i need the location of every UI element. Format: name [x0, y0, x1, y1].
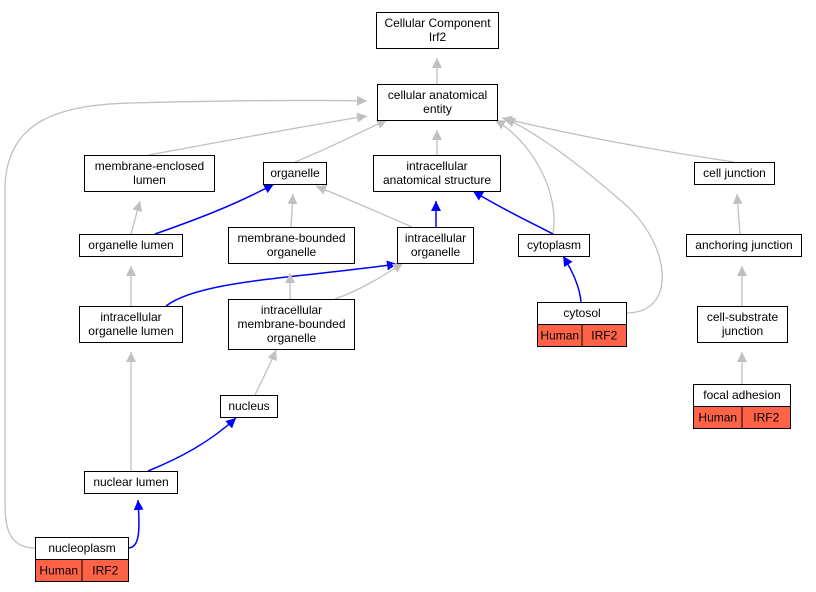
edge-nucleus-to-imbo [254, 349, 277, 396]
node-label-csj-0: cell-substrate [707, 310, 779, 324]
node-aj[interactable]: anchoring junction [686, 234, 802, 257]
node-label-mel-0: membrane-enclosed [95, 159, 204, 173]
annotation-label-fa-1: IRF2 [753, 411, 779, 425]
edge-nl-to-nucleus [147, 417, 237, 472]
node-label-np-0: nucleoplasm [48, 541, 115, 555]
edge-cj-to-cae [501, 115, 735, 163]
node-cyto[interactable]: cytoplasm [518, 234, 590, 257]
node-label-io-1: organelle [411, 245, 461, 259]
annotation-label-np-0: Human [39, 564, 78, 578]
node-label-csj-1: junction [721, 324, 763, 338]
node-label-ol-0: organelle lumen [88, 238, 173, 252]
node-label-imbo-0: intracellular [261, 303, 322, 317]
annotation-cell-np-1 [81, 559, 129, 582]
node-label-ias-0: intracellular [406, 159, 467, 173]
node-label-iol-1: organelle lumen [88, 324, 173, 338]
node-box-root [376, 12, 499, 49]
edge-np-to-cae [4, 95, 368, 549]
edge-cytosol-to-cyto [562, 255, 582, 303]
annotation-label-cytosol-0: Human [540, 329, 579, 343]
edge-ol-to-org [154, 183, 275, 235]
node-box-org [263, 162, 327, 185]
edge-cyto-to-ias [472, 190, 554, 235]
node-label-org-0: organelle [270, 166, 320, 180]
node-label-nl-0: nuclear lumen [93, 475, 168, 489]
annotation-label-fa-0: Human [698, 411, 737, 425]
node-box-mel [84, 155, 215, 192]
node-box-cyto [518, 234, 590, 257]
edge-mel-to-cae [148, 112, 368, 156]
node-box-cae [377, 84, 498, 121]
edge-cyto-to-cae [494, 119, 555, 235]
node-label-imbo-2: organelle [267, 331, 317, 345]
edge-mbo-to-org [287, 193, 298, 228]
node-box-nl [84, 471, 178, 494]
node-org[interactable]: organelle [263, 162, 327, 185]
node-label-mbo-0: membrane-bounded [237, 231, 345, 245]
node-nucleus[interactable]: nucleus [220, 395, 278, 418]
node-box-nucleus [220, 395, 278, 418]
edge-org-to-cae [294, 119, 388, 163]
node-label-io-0: intracellular [405, 231, 466, 245]
node-box-imbo [228, 299, 355, 350]
annotation-cell-fa-1 [741, 406, 791, 429]
node-label-mel-1: lumen [133, 173, 166, 187]
edge-ol-to-mel [130, 200, 143, 235]
node-box-cj [694, 162, 775, 185]
node-label-iol-0: intracellular [100, 310, 161, 324]
edge-imbo-to-io [334, 262, 404, 300]
edges-layer [4, 58, 747, 549]
node-label-imbo-1: membrane-bounded [237, 317, 345, 331]
node-label-ias-1: anatomical structure [383, 173, 491, 187]
edge-aj-to-cj [732, 193, 743, 235]
node-cj[interactable]: cell junction [694, 162, 775, 185]
annotation-label-np-1: IRF2 [92, 564, 118, 578]
node-label-mbo-1: organelle [267, 245, 317, 259]
edge-cytosol-to-cae [504, 117, 663, 314]
node-box-mbo [228, 227, 355, 264]
edge-iol-to-io [165, 260, 398, 307]
node-box-ias [373, 155, 501, 192]
edge-io-to-org [315, 185, 413, 228]
node-label-fa-0: focal adhesion [703, 388, 780, 402]
node-label-cyto-0: cytoplasm [527, 238, 581, 252]
node-label-cae-1: entity [423, 102, 452, 116]
node-nl[interactable]: nuclear lumen [84, 471, 178, 494]
node-label-cj-0: cell junction [703, 166, 766, 180]
node-box-aj [686, 234, 802, 257]
node-box-io [397, 227, 474, 264]
node-label-cytosol-0: cytosol [563, 306, 600, 320]
node-box-ol [79, 234, 183, 257]
node-label-aj-0: anchoring junction [695, 238, 792, 252]
node-label-nucleus-0: nucleus [228, 399, 269, 413]
annotation-label-cytosol-1: IRF2 [591, 329, 617, 343]
annotation-cell-cytosol-1 [581, 324, 627, 347]
node-label-cae-0: cellular anatomical [388, 88, 487, 102]
node-box-csj [697, 306, 788, 343]
node-label-root-0: Cellular Component [384, 16, 491, 30]
node-box-iol [79, 306, 183, 343]
node-ol[interactable]: organelle lumen [79, 234, 183, 257]
edge-np-to-nl [127, 499, 144, 549]
node-label-root-1: Irf2 [429, 30, 447, 44]
